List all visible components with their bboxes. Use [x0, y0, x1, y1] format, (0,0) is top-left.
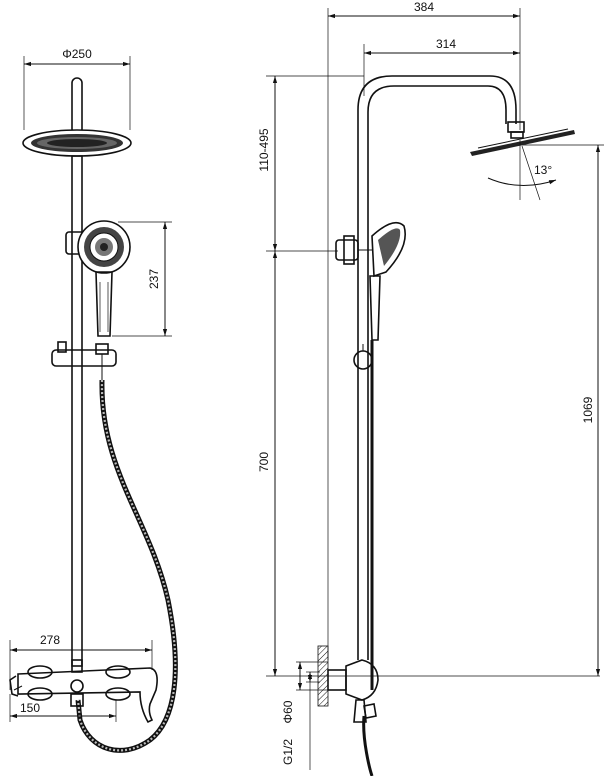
hand-shower [77, 220, 131, 337]
dim-thread: G1/2 [281, 739, 295, 765]
dim-height-700: 700 [257, 452, 271, 472]
rain-head-side [470, 121, 575, 156]
dim-outlet-spacing: 150 [20, 701, 40, 715]
dim-angle: 13° [534, 163, 552, 177]
dim-arm-reach: 314 [436, 37, 456, 51]
lower-slider [51, 341, 117, 380]
hand-shower-side [369, 221, 406, 341]
dim-handshower-height: 237 [147, 269, 161, 289]
slide-bar [71, 155, 83, 667]
head-riser [71, 77, 83, 135]
slider-side [353, 344, 373, 370]
dim-overall-width: 384 [414, 0, 434, 14]
holder-side [335, 235, 372, 265]
mixer-side [327, 659, 379, 776]
dim-flange-diameter: Φ60 [281, 700, 295, 723]
riser-arm [357, 75, 517, 660]
thermostatic-mixer [9, 659, 158, 724]
dim-adjust-range: 110-495 [257, 128, 271, 171]
hose [75, 379, 178, 753]
front-view: Φ250 237 [9, 47, 178, 753]
side-view: 384 314 110-495 700 1069 [257, 0, 604, 776]
wall-section [317, 645, 329, 707]
rain-head [22, 129, 132, 157]
dim-height-1069: 1069 [581, 396, 595, 423]
angle-indicator: 13° [487, 140, 557, 201]
dim-head-diameter: Φ250 [62, 47, 92, 61]
dim-bar-width: 278 [40, 633, 60, 647]
